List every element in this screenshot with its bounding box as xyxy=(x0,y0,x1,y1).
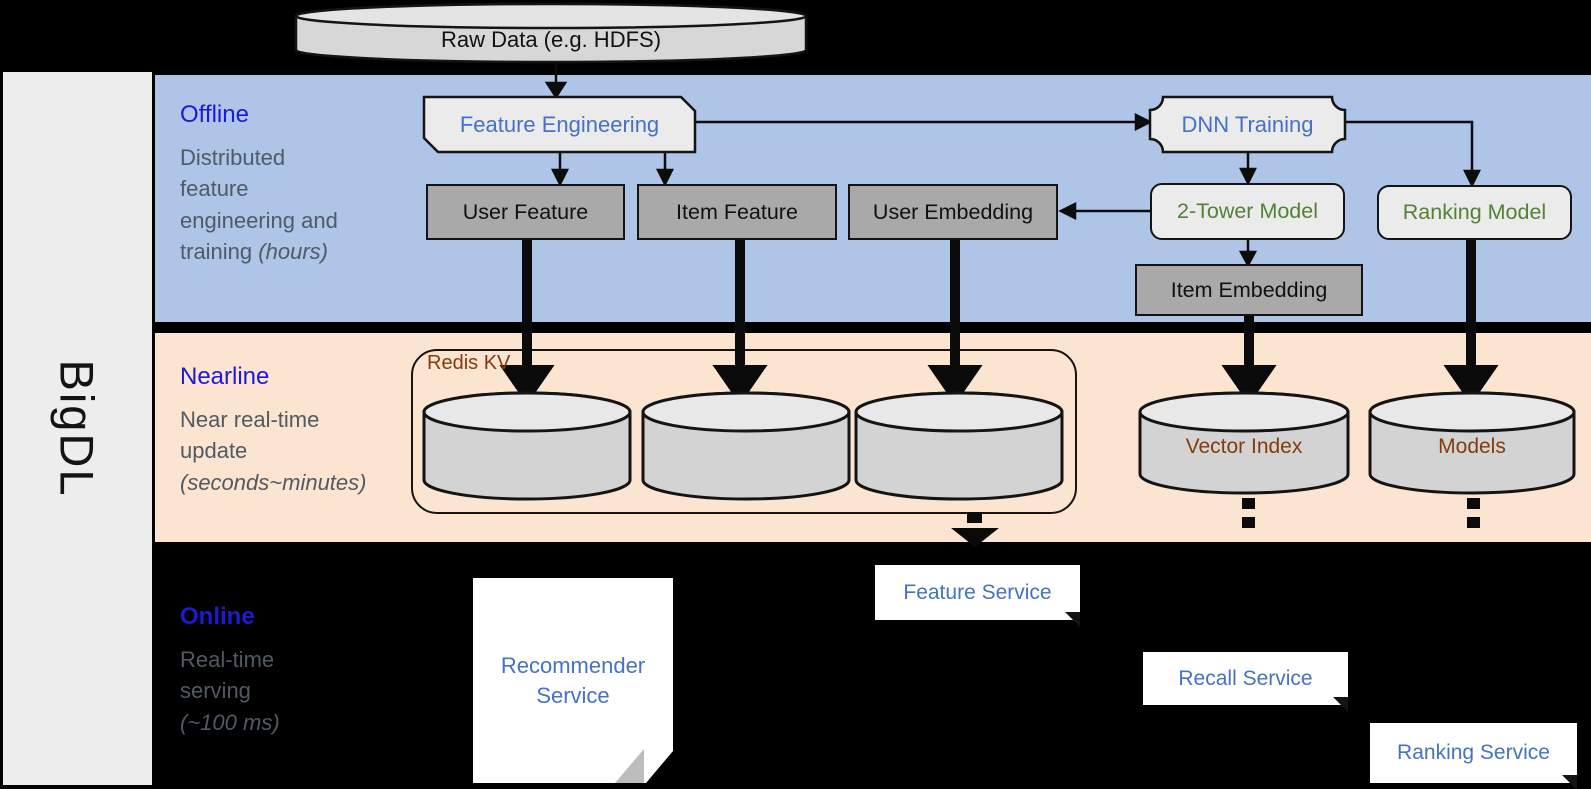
node-feature-engineering: Feature Engineering xyxy=(459,111,660,137)
node-dnn-training: DNN Training xyxy=(1181,111,1314,137)
feature-service-box: Feature Service xyxy=(875,565,1080,627)
feature-service-label: Feature Service xyxy=(903,580,1052,604)
recall-service-label: Recall Service xyxy=(1178,666,1313,690)
recommender-doc-folded-corner xyxy=(615,749,644,783)
ranking-service-folded-corner xyxy=(1562,775,1577,789)
node-ranking-model: Ranking Model xyxy=(1377,185,1572,240)
feature-engineering-shape xyxy=(422,95,697,154)
arrow-two-tower-to-item-embedding xyxy=(1238,240,1258,268)
online-section-description: Real-time serving (~100 ms) xyxy=(180,647,280,735)
recommender-service-label: Recommender Service xyxy=(500,652,646,708)
ranking-service-box: Ranking Service xyxy=(1370,723,1577,789)
thick-arrows xyxy=(499,240,1499,405)
node-item-feature: Item Feature xyxy=(637,184,837,240)
arrow-two-tower-to-user-embedding xyxy=(1058,201,1150,221)
node-item-embedding: Item Embedding xyxy=(1135,264,1363,316)
nearline-section-text: Nearline Near real-time update (seconds~… xyxy=(180,360,430,498)
online-section-text: Online Real-time serving (~100 ms) xyxy=(180,600,400,738)
recall-service-folded-corner xyxy=(1333,697,1348,712)
arrow-fe-to-item-feature xyxy=(655,152,675,187)
offline-section-description: Distributed feature engineering and trai… xyxy=(180,145,338,264)
offline-section-text: Offline Distributed feature engineering … xyxy=(180,98,440,267)
raw-data-label: Raw Data (e.g. HDFS) xyxy=(440,27,662,52)
thin-arrows xyxy=(544,62,1482,268)
online-section-title: Online xyxy=(180,603,255,630)
models-cylinder xyxy=(1368,391,1576,495)
vector-index-cylinder xyxy=(1138,391,1350,495)
node-two-tower-model: 2-Tower Model xyxy=(1150,183,1345,240)
dashed-links xyxy=(951,498,1480,547)
redis-cylinder-1 xyxy=(422,391,632,501)
arrow-user-feature-to-redis xyxy=(499,240,555,405)
dash-models-to-ranking xyxy=(1467,498,1480,528)
raw-data-cylinder xyxy=(294,2,808,64)
feature-service-folded-corner xyxy=(1065,612,1080,627)
dnn-training-shape xyxy=(1148,95,1347,154)
arrow-dnn-to-ranking-model xyxy=(1345,120,1482,188)
arrow-user-embedding-to-redis xyxy=(927,240,983,405)
arrow-redis-to-feature-service xyxy=(951,512,999,547)
bigdl-sidebar: BigDL xyxy=(3,72,152,785)
models-label: Models xyxy=(1438,435,1506,458)
recommender-service-doc: Recommender Service xyxy=(473,578,673,783)
arrow-fe-to-user-feature xyxy=(550,152,570,187)
redis-kv-label: Redis KV xyxy=(427,352,511,374)
recall-service-box: Recall Service xyxy=(1143,652,1348,712)
nearline-section-title: Nearline xyxy=(180,363,270,390)
arrow-dnn-to-two-tower xyxy=(1238,152,1258,186)
arrow-rawdata-to-feature-engineering xyxy=(544,62,568,100)
nearline-section-description: Near real-time update (seconds~minutes) xyxy=(180,407,367,495)
redis-cylinder-3 xyxy=(854,391,1064,501)
arrow-ranking-model-to-models xyxy=(1443,240,1499,405)
node-user-embedding: User Embedding xyxy=(848,184,1058,240)
arrow-fe-to-dnn-training xyxy=(695,112,1153,132)
redis-cylinder-2 xyxy=(641,391,851,501)
arrow-item-feature-to-redis xyxy=(712,240,768,405)
dash-vector-index-to-recall xyxy=(1242,498,1255,528)
arrow-item-embedding-to-vector-index xyxy=(1221,316,1277,405)
offline-section-title: Offline xyxy=(180,101,249,128)
ranking-service-label: Ranking Service xyxy=(1397,741,1550,764)
vector-index-label: Vector Index xyxy=(1185,435,1303,458)
node-user-feature: User Feature xyxy=(426,184,625,240)
